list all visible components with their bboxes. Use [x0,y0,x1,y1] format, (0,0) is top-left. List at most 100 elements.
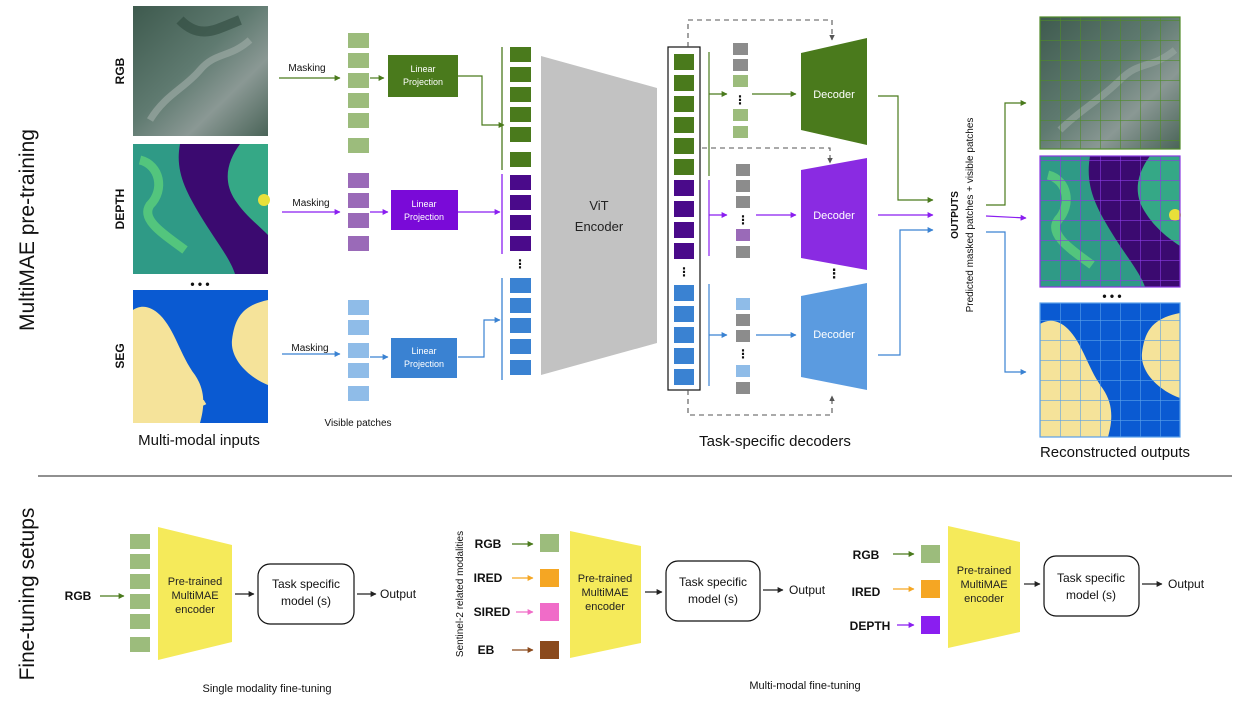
svg-text:Encoder: Encoder [575,219,624,234]
svg-text:Decoder: Decoder [813,89,855,101]
finetuning-title: Fine-tuning setups [16,508,39,681]
svg-text:Task specific: Task specific [272,577,340,591]
svg-text:Linear: Linear [411,199,436,209]
svg-text:Projection: Projection [404,359,444,369]
multi2-depth-patch [921,616,940,634]
multi2-pretrained-encoder: Pre-trained MultiMAE encoder [948,526,1020,648]
multi1-ired-patch [540,569,559,587]
svg-text:encoder: encoder [964,593,1004,605]
svg-text:Pre-trained: Pre-trained [168,576,222,588]
decoders-caption: Task-specific decoders [699,433,851,450]
depth-input-image [133,144,270,274]
multi-caption: Multi-modal fine-tuning [749,680,860,692]
svg-text:Pre-trained: Pre-trained [578,573,632,585]
svg-text:encoder: encoder [585,601,625,613]
svg-text:⋮: ⋮ [737,347,749,361]
svg-text:Decoder: Decoder [813,329,855,341]
seg-visible-patches [348,300,369,401]
rgb-decoder: Decoder [801,38,867,145]
outputs-caption: Reconstructed outputs [1040,444,1190,461]
visible-patches-caption: Visible patches [324,418,391,429]
single-output-label: Output [380,587,417,601]
multi2-ired-patch [921,580,940,598]
seg-input-image [133,290,268,423]
depth-linear-projection: Linear Projection [391,190,458,230]
svg-text:⋮: ⋮ [734,93,746,107]
svg-text:⋮: ⋮ [514,257,526,271]
rgb-input-image [133,6,268,136]
svg-text:Linear: Linear [410,64,435,74]
multi1-rgb-patch [540,534,559,552]
multi1-output-label: Output [789,583,826,597]
multi2-rgb-label: RGB [853,548,880,562]
rgb-linear-projection: Linear Projection [388,55,458,97]
pretraining-title: MultiMAE pre-training [16,129,39,331]
depth-decoder-input-patches: ⋮ [736,164,750,258]
rgb-reconstruction-image [1039,16,1181,150]
single-task-model: Task specific model (s) [257,563,355,625]
sentinel-side-label: Sentinel-2 related modalities [455,531,466,657]
output-ellipsis: • • • [1102,289,1121,303]
svg-text:Linear: Linear [411,346,436,356]
rgb-visible-patches [348,33,369,153]
single-caption: Single modality fine-tuning [202,683,331,695]
input-ellipsis: • • • [190,277,209,291]
svg-text:Projection: Projection [403,77,443,87]
seg-input-label: SEG [113,343,127,368]
encoder-output-tokens: ⋮ [667,46,701,391]
rgb-projection-to-tokens-arrow [458,75,505,128]
seg-decoder-input-patches: ⋮ [736,298,750,394]
svg-text:Projection: Projection [404,212,444,222]
svg-text:model (s): model (s) [1066,588,1116,602]
vit-encoder: ViT Encoder [541,56,657,375]
depth-decoder: Decoder [801,158,867,270]
depth-visible-patches [348,173,369,251]
decoders-ellipsis: ⋮ [828,266,841,281]
depth-reconstruction-arrow [985,214,1027,221]
rgb-input-label: RGB [113,57,127,84]
svg-text:ViT: ViT [589,198,608,213]
multi1-task-model: Task specific model (s) [665,560,761,622]
encoder-input-tokens: ⋮ [501,47,531,380]
multi1-eb-label: EB [478,643,495,657]
single-patch-column [130,534,150,652]
rgb-dashed-skip-arrow [687,19,835,47]
svg-text:MultiMAE: MultiMAE [171,590,218,602]
seg-decoder-output-arrow [878,227,934,356]
depth-input-label: DEPTH [113,189,127,230]
multi2-ired-label: IRED [852,585,881,599]
seg-reconstruction-image [1039,302,1181,438]
svg-text:model (s): model (s) [688,592,738,606]
multi1-sired-patch [540,603,559,621]
svg-text:Task specific: Task specific [1057,571,1125,585]
depth-reconstruction-image [1039,155,1181,288]
outputs-subtitle: Predicted masked patches + visible patch… [965,118,976,313]
seg-reconstruction-arrow [986,231,1027,375]
rgb-masking-label: Masking [288,63,325,74]
svg-text:Pre-trained: Pre-trained [957,565,1011,577]
depth-masking-label: Masking [292,198,329,209]
multi1-pretrained-encoder: Pre-trained MultiMAE encoder [570,531,641,658]
inputs-caption: Multi-modal inputs [138,432,260,449]
single-input-label: RGB [65,589,92,603]
svg-text:⋮: ⋮ [737,213,749,227]
svg-text:Decoder: Decoder [813,210,855,222]
outputs-title: OUTPUTS [950,191,961,239]
multi2-output-label: Output [1168,577,1205,591]
rgb-decoder-input-patches: ⋮ [733,43,748,138]
seg-masking-label: Masking [291,343,328,354]
multi1-eb-patch [540,641,559,659]
rgb-decoder-output-arrow [878,95,934,203]
svg-text:MultiMAE: MultiMAE [960,579,1007,591]
svg-text:encoder: encoder [175,604,215,616]
depth-dashed-skip-arrow [702,147,833,164]
multi2-depth-label: DEPTH [850,619,891,633]
seg-decoder: Decoder [801,283,867,390]
svg-text:model (s): model (s) [281,594,331,608]
seg-projection-to-tokens-arrow [458,317,501,358]
seg-dashed-skip-arrow [687,390,835,416]
svg-text:⋮: ⋮ [678,265,690,279]
multi1-sired-label: SIRED [474,605,511,619]
svg-text:Task specific: Task specific [679,575,747,589]
